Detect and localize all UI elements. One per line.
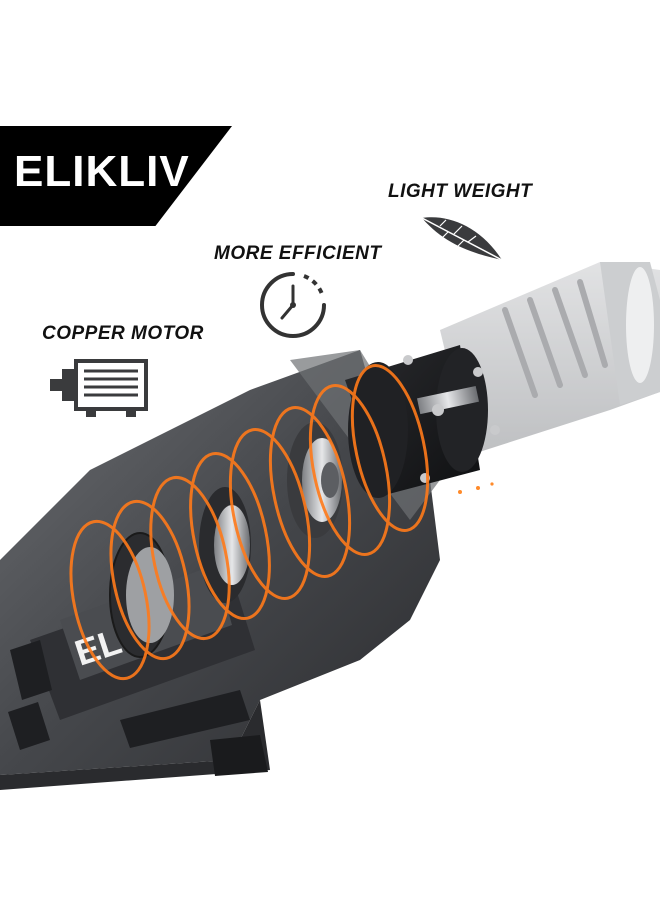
feature-more-efficient: MORE EFFICIENT — [214, 243, 382, 264]
clock-icon — [260, 272, 326, 338]
feature-copper-motor: COPPER MOTOR — [42, 323, 204, 344]
feather-icon — [421, 217, 503, 261]
feature-light-weight: LIGHT WEIGHT — [388, 181, 533, 202]
motor-icon — [50, 359, 148, 417]
drill-chuck — [440, 262, 660, 455]
energy-rings — [69, 364, 430, 681]
spark-dots — [458, 482, 494, 494]
brand-logo: ELIKLIV — [14, 147, 190, 196]
